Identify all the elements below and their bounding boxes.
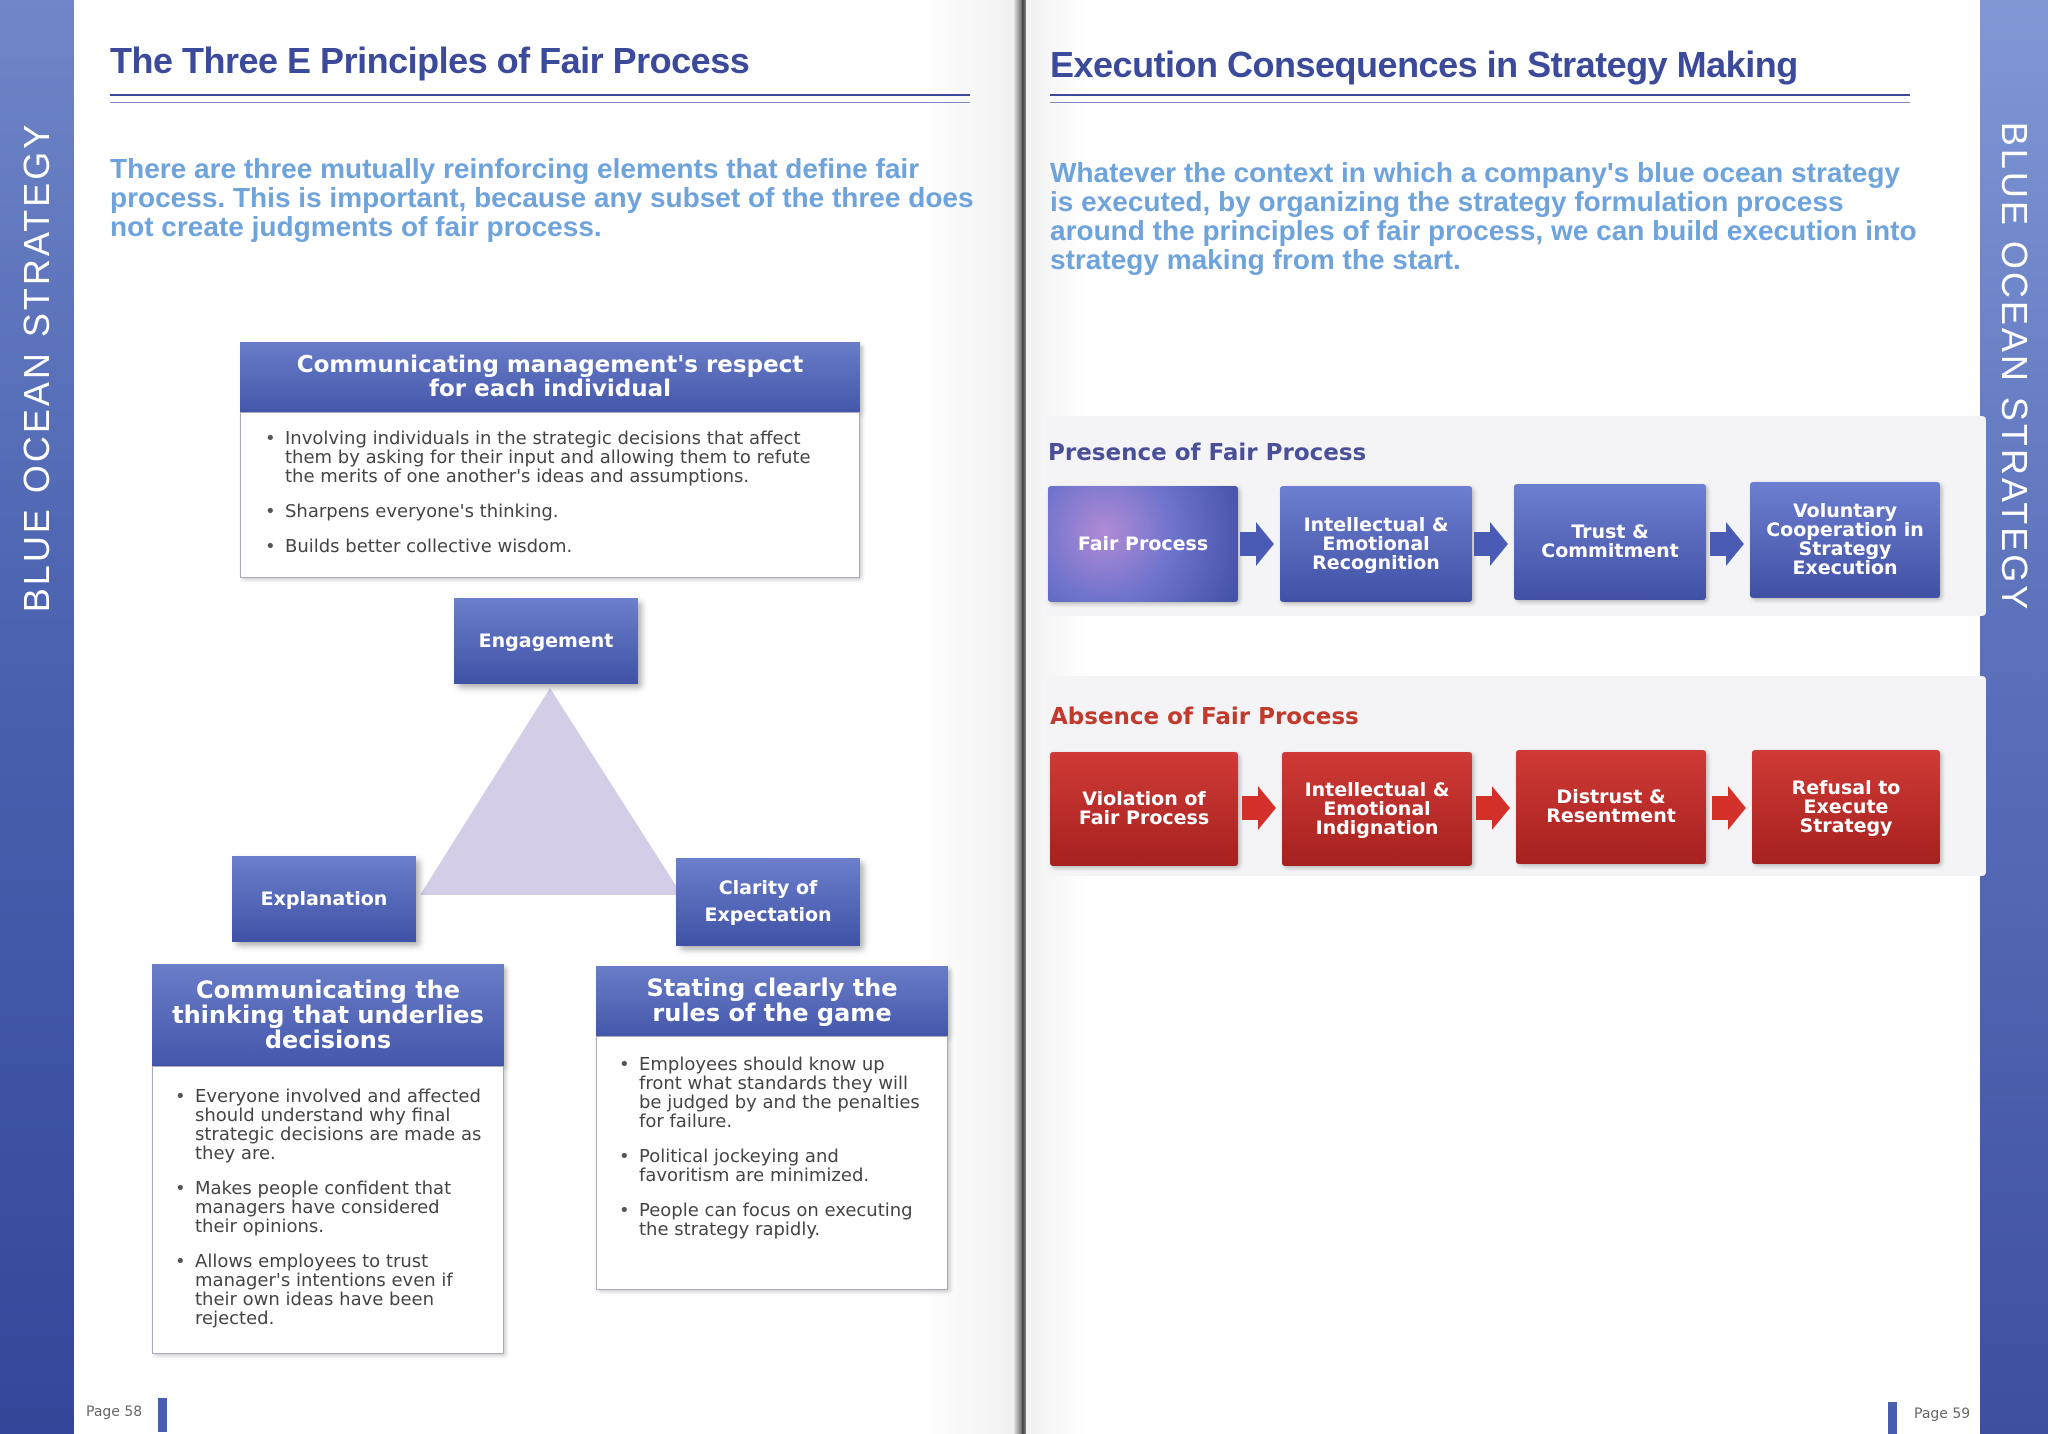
right-title-rule [1050,94,1910,96]
explanation-node: Explanation [232,856,416,942]
left-title-rule [110,94,970,96]
left-intro-text: There are three mutually reinforcing ele… [110,153,974,242]
absence-step-4: Refusal to Execute Strategy [1752,750,1940,864]
left-page: BLUE OCEAN STRATEGY The Three E Principl… [0,0,1018,1434]
left-band-text: BLUE OCEAN STRATEGY [16,121,57,613]
left-page-marker [158,1398,167,1432]
right-page: BLUE OCEAN STRATEGY Execution Consequenc… [1026,0,2048,1434]
absence-arrow-3 [1712,786,1746,830]
respect-box-body: Involving individuals in the strategic d… [240,412,860,578]
respect-bullet-3: Builds better collective wisdom. [263,537,837,556]
presence-arrow-3 [1710,522,1744,566]
respect-bullet-1: Involving individuals in the strategic d… [263,429,837,486]
right-band-text: BLUE OCEAN STRATEGY [1994,121,2035,613]
left-title-rule-thin [110,102,970,103]
right-side-band: BLUE OCEAN STRATEGY [1980,0,2048,1434]
expectation-bullet-3: People can focus on executing the strate… [617,1201,931,1239]
expectation-bullet-2: Political jockeying and favoritism are m… [617,1147,931,1185]
right-page-title: Execution Consequences in Strategy Makin… [1050,44,1798,85]
explanation-bullet-1: Everyone involved and affected should un… [173,1087,487,1163]
expectation-node: Clarity of Expectation [676,858,860,946]
presence-step-1: Fair Process [1048,486,1238,602]
right-intro-text: Whatever the context in which a company'… [1050,157,1917,275]
expectation-box-body: Employees should know up front what stan… [596,1036,948,1290]
absence-step-2: Intellectual & Emotional Indignation [1282,752,1472,866]
presence-step-4: Voluntary Cooperation in Strategy Execut… [1750,482,1940,598]
respect-box-heading: Communicating management's respect for e… [240,342,860,412]
presence-step-3: Trust & Commitment [1514,484,1706,600]
right-page-number: Page 59 [1914,1406,1971,1422]
principles-triangle [420,688,682,895]
presence-arrow-1 [1240,522,1274,566]
explanation-bullet-list: Everyone involved and affected should un… [173,1087,487,1328]
absence-arrow-1 [1242,786,1276,830]
expectation-box-heading: Stating clearly the rules of the game [596,966,948,1036]
respect-bullet-2: Sharpens everyone's thinking. [263,502,837,521]
presence-step-2: Intellectual & Emotional Recognition [1280,486,1472,602]
engagement-node: Engagement [454,598,638,684]
respect-bullet-list: Involving individuals in the strategic d… [263,429,837,556]
explanation-box-heading: Communicating the thinking that underlie… [152,964,504,1066]
left-side-band: BLUE OCEAN STRATEGY [0,0,74,1434]
expectation-bullet-1: Employees should know up front what stan… [617,1055,931,1131]
explanation-box-body: Everyone involved and affected should un… [152,1066,504,1354]
explanation-bullet-2: Makes people confident that managers hav… [173,1179,487,1236]
right-page-marker [1888,1402,1897,1434]
absence-step-1: Violation of Fair Process [1050,752,1238,866]
absence-arrow-2 [1476,786,1510,830]
left-page-title: The Three E Principles of Fair Process [110,40,750,81]
presence-label: Presence of Fair Process [1048,440,1367,466]
explanation-bullet-3: Allows employees to trust manager's inte… [173,1252,487,1328]
absence-step-3: Distrust & Resentment [1516,750,1706,864]
presence-arrow-2 [1474,522,1508,566]
left-page-number: Page 58 [86,1404,143,1420]
absence-label: Absence of Fair Process [1050,704,1359,730]
expectation-bullet-list: Employees should know up front what stan… [617,1055,931,1239]
right-title-rule-thin [1050,102,1910,103]
